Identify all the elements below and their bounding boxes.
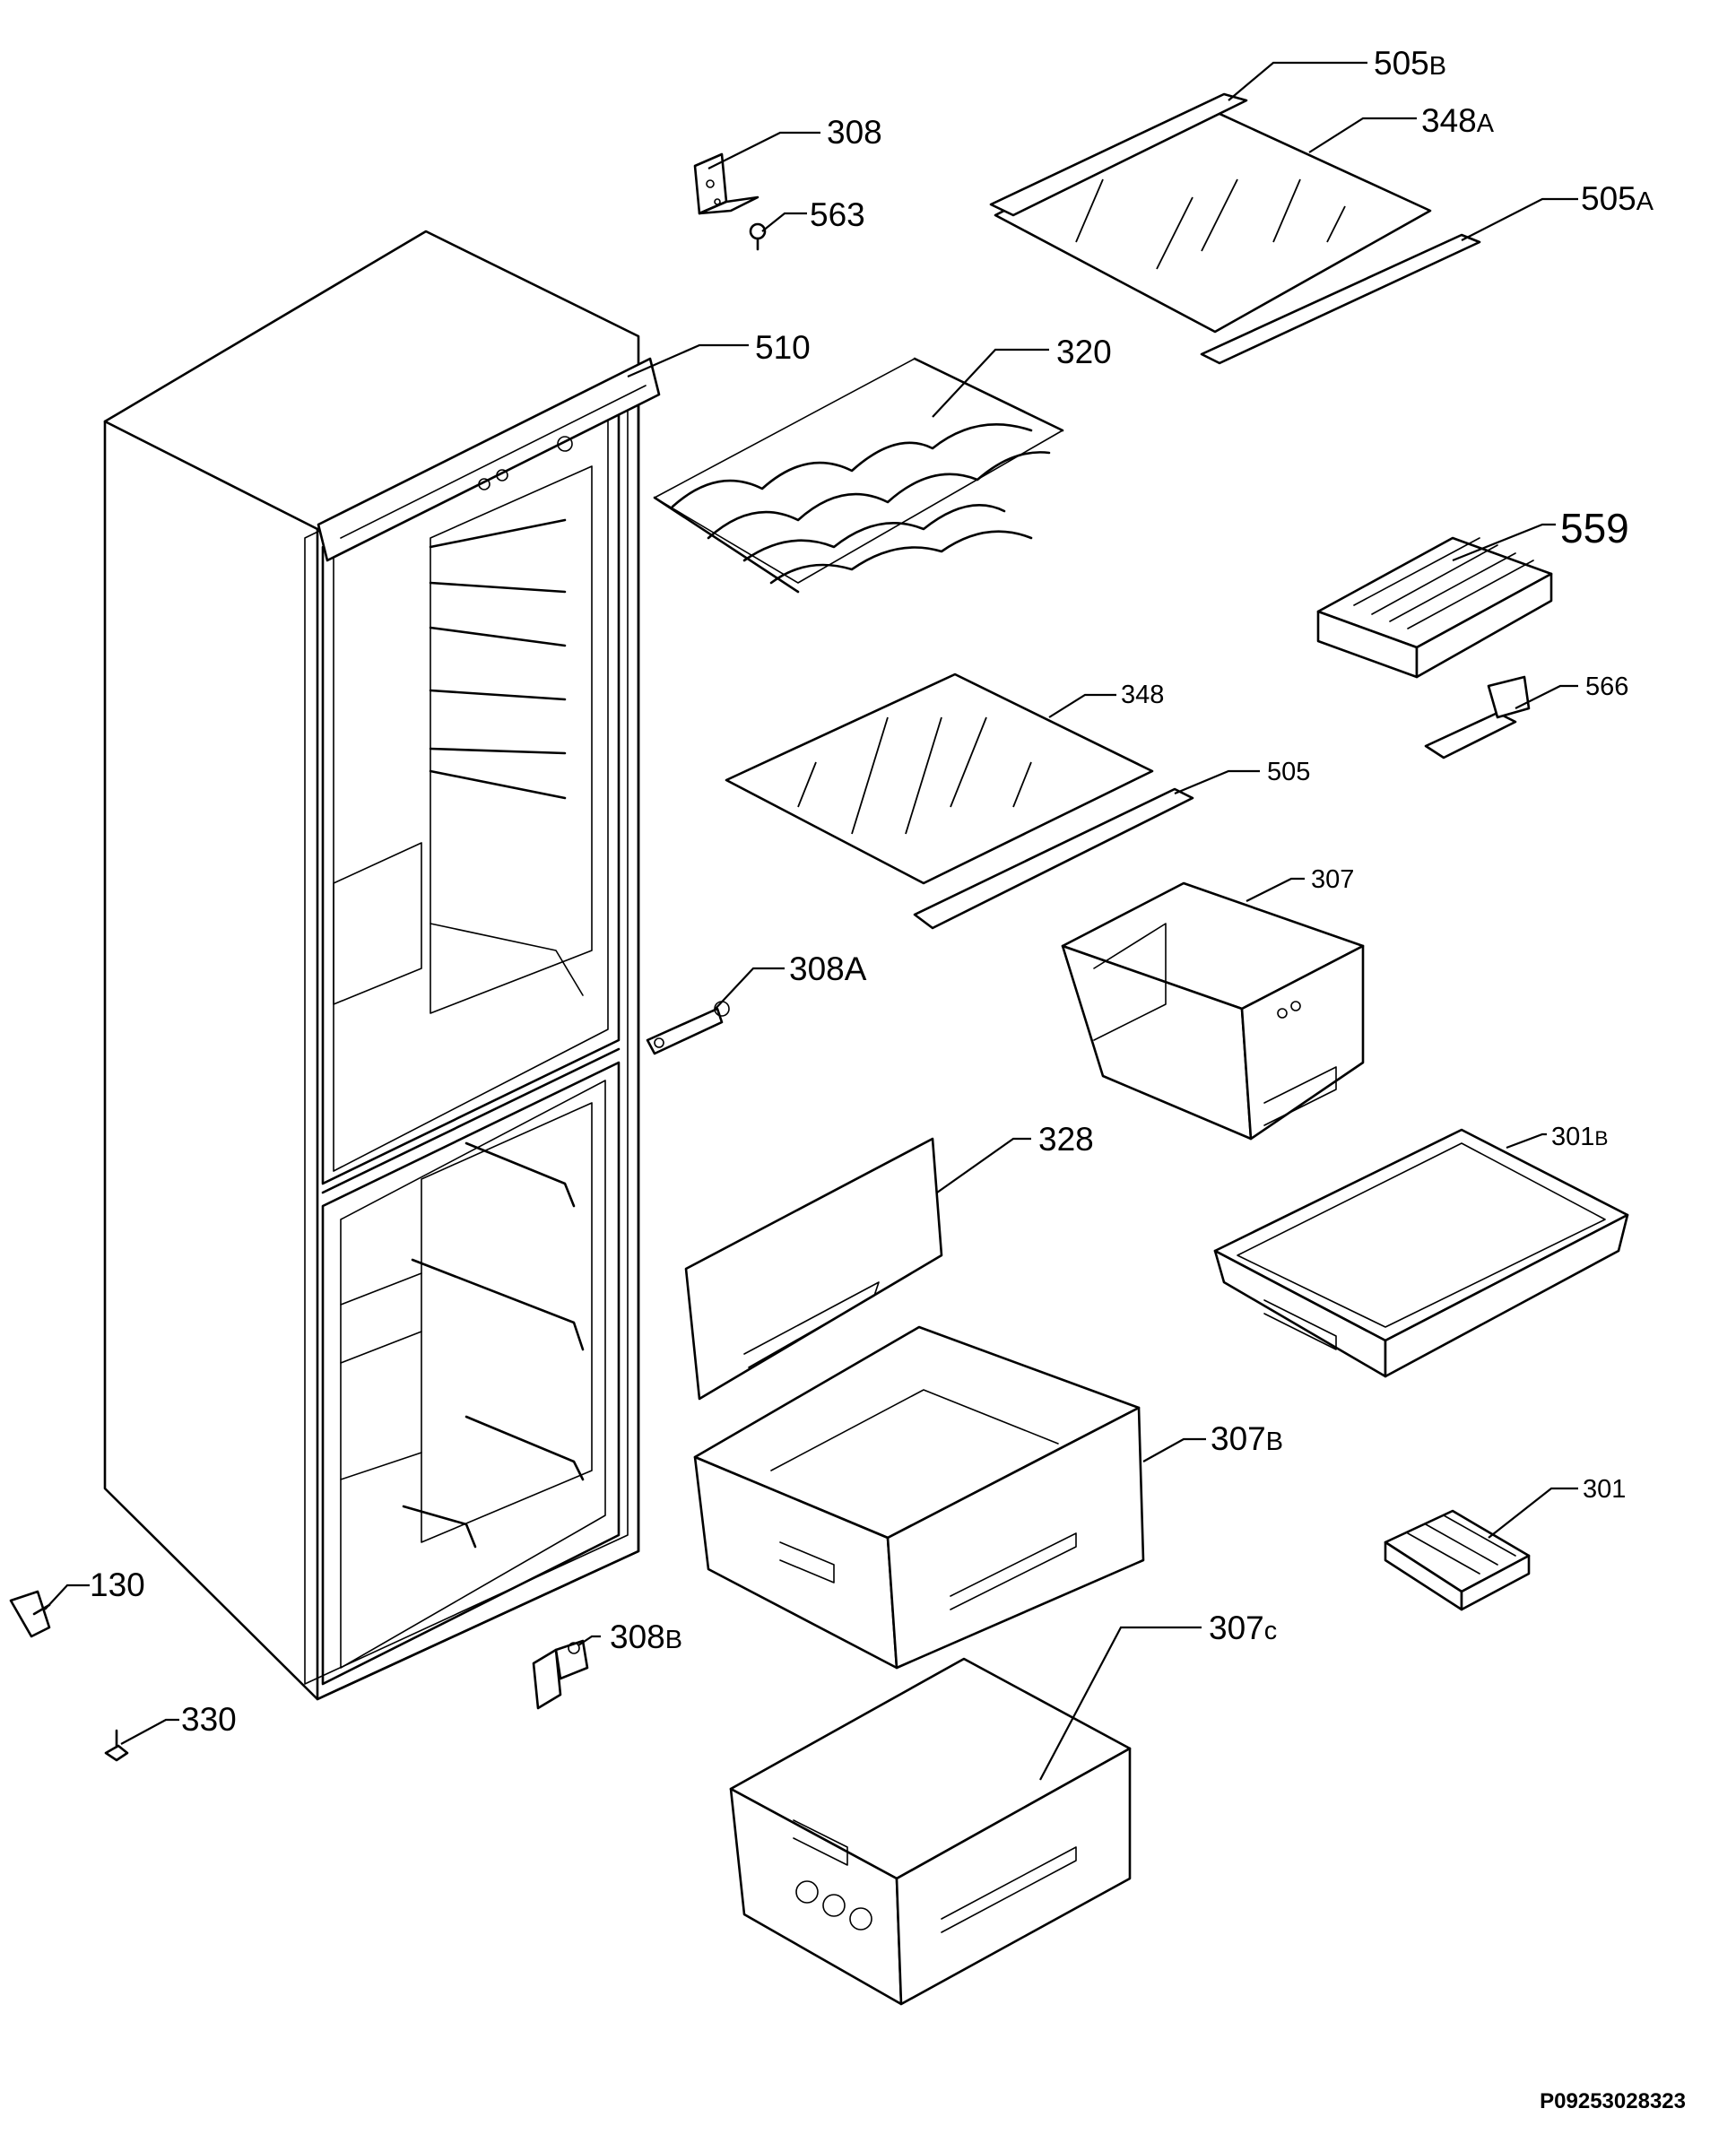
callout-307c: 307c (1209, 1610, 1277, 1646)
callout-505: 505 (1267, 758, 1310, 786)
part-308a-hinge-pin (646, 1001, 730, 1055)
callout-307b: 307B (1211, 1420, 1283, 1457)
callout-563: 563 (810, 196, 865, 233)
callout-308a: 308A (789, 950, 867, 987)
callout-330: 330 (181, 1701, 237, 1738)
drawing-id: P09253028323 (1540, 2089, 1686, 2113)
callout-130: 130 (90, 1566, 145, 1603)
fridge-cabinet (103, 230, 661, 1701)
part-348a-glass-shelf (994, 106, 1432, 334)
callout-labels: 308 563 505B 348A 505A 510 320 559 566 3… (90, 45, 1654, 1738)
callout-348: 348 (1121, 681, 1164, 709)
part-301-ice-cube-tray (1384, 1509, 1531, 1611)
part-559-ice-tray-cover (1316, 536, 1553, 679)
part-307b-drawer (693, 1325, 1145, 1670)
callout-320: 320 (1056, 334, 1112, 370)
part-563-screw (749, 222, 767, 251)
part-308-hinge-bracket (693, 152, 760, 215)
callout-308: 308 (827, 114, 882, 151)
callout-301: 301 (1583, 1475, 1626, 1504)
callout-566: 566 (1585, 672, 1628, 701)
callout-348a: 348A (1421, 102, 1495, 139)
leader-lines (44, 61, 1578, 1781)
part-320-wire-rack (653, 357, 1064, 594)
part-505b-shelf-trim (989, 92, 1248, 217)
part-348-glass-shelf (725, 672, 1154, 885)
part-330-screw (104, 1729, 129, 1762)
callout-328: 328 (1038, 1121, 1094, 1158)
callout-505a: 505A (1581, 180, 1654, 217)
part-301b-tray (1213, 1128, 1629, 1378)
callout-505b: 505B (1374, 45, 1446, 82)
callout-510: 510 (755, 329, 811, 366)
callout-308b: 308B (610, 1618, 682, 1655)
part-505a-shelf-trim (1200, 233, 1481, 365)
callout-301b: 301B (1551, 1123, 1608, 1151)
part-308b-hinge (532, 1639, 589, 1710)
callout-307: 307 (1311, 865, 1354, 894)
callout-559: 559 (1560, 505, 1629, 551)
part-566-scraper (1424, 675, 1531, 759)
part-130-foot (9, 1590, 51, 1638)
part-307-drawer (1061, 881, 1365, 1141)
part-505-shelf-trim (913, 787, 1194, 930)
part-328-flap (684, 1137, 943, 1401)
part-307c-drawer (729, 1657, 1132, 2006)
